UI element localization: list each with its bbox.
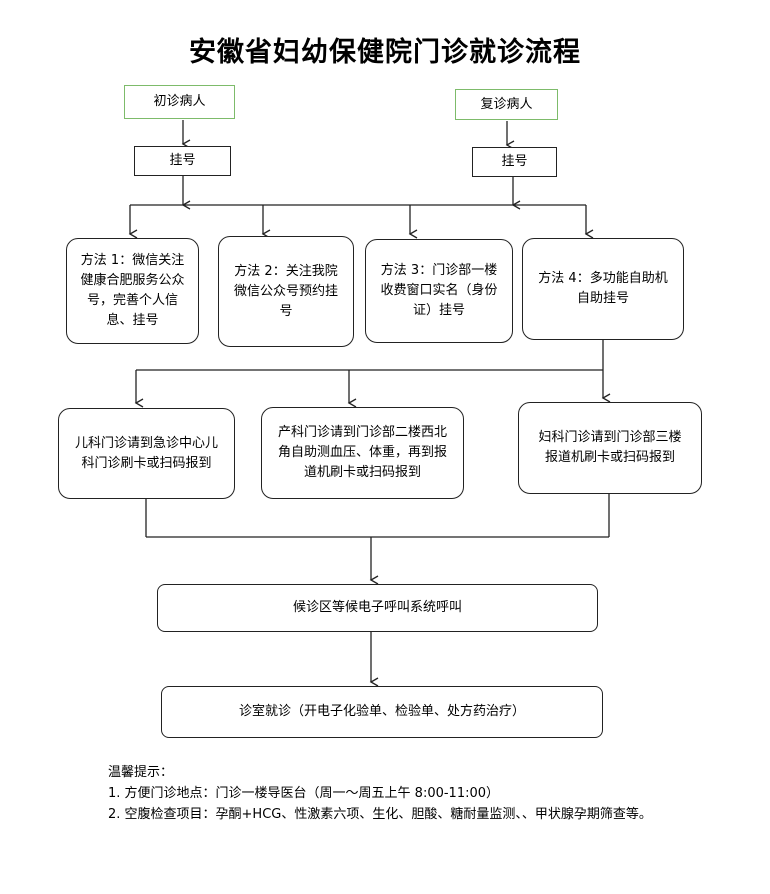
first-visit-patient-box: 初诊病人 (124, 85, 235, 119)
gynecology-department-box: 妇科门诊请到门诊部三楼报道机刷卡或扫码报到 (518, 402, 702, 494)
tips-heading: 温馨提示： (108, 765, 174, 780)
return-visit-patient-box: 复诊病人 (455, 89, 558, 120)
consultation-room-box: 诊室就诊（开电子化验单、检验单、处方药治疗） (161, 686, 603, 738)
method-4-box: 方法 4：多功能自助机自助挂号 (522, 238, 684, 340)
page-title: 安徽省妇幼保健院门诊就诊流程 (189, 37, 581, 68)
method-2-box: 方法 2：关注我院微信公众号预约挂号 (218, 236, 354, 347)
tip-item-2: 2. 空腹检查项目：孕酮+HCG、性激素六项、生化、胆酸、糖耐量监测、、甲状腺孕… (108, 807, 652, 822)
tip-item-1: 1. 方便门诊地点：门诊一楼导医台（周一～周五上午 8:00-11:00） (108, 786, 500, 801)
return-visit-label: 复诊病人 (480, 96, 533, 112)
method-3-box: 方法 3：门诊部一楼收费窗口实名（身份证）挂号 (365, 239, 513, 343)
method-1-box: 方法 1：微信关注健康合肥服务公众号，完善个人信息、挂号 (66, 238, 199, 344)
register-box-right: 挂号 (472, 147, 557, 177)
register-box-left: 挂号 (134, 146, 231, 176)
pediatrics-department-box: 儿科门诊请到急诊中心儿科门诊刷卡或扫码报到 (58, 408, 235, 499)
waiting-area-box: 候诊区等候电子呼叫系统呼叫 (157, 584, 598, 632)
obstetrics-department-box: 产科门诊请到门诊部二楼西北角自助测血压、体重，再到报道机刷卡或扫码报到 (261, 407, 464, 499)
tips-section: 温馨提示： 1. 方便门诊地点：门诊一楼导医台（周一～周五上午 8:00-11:… (108, 762, 678, 825)
first-visit-label: 初诊病人 (153, 94, 206, 109)
